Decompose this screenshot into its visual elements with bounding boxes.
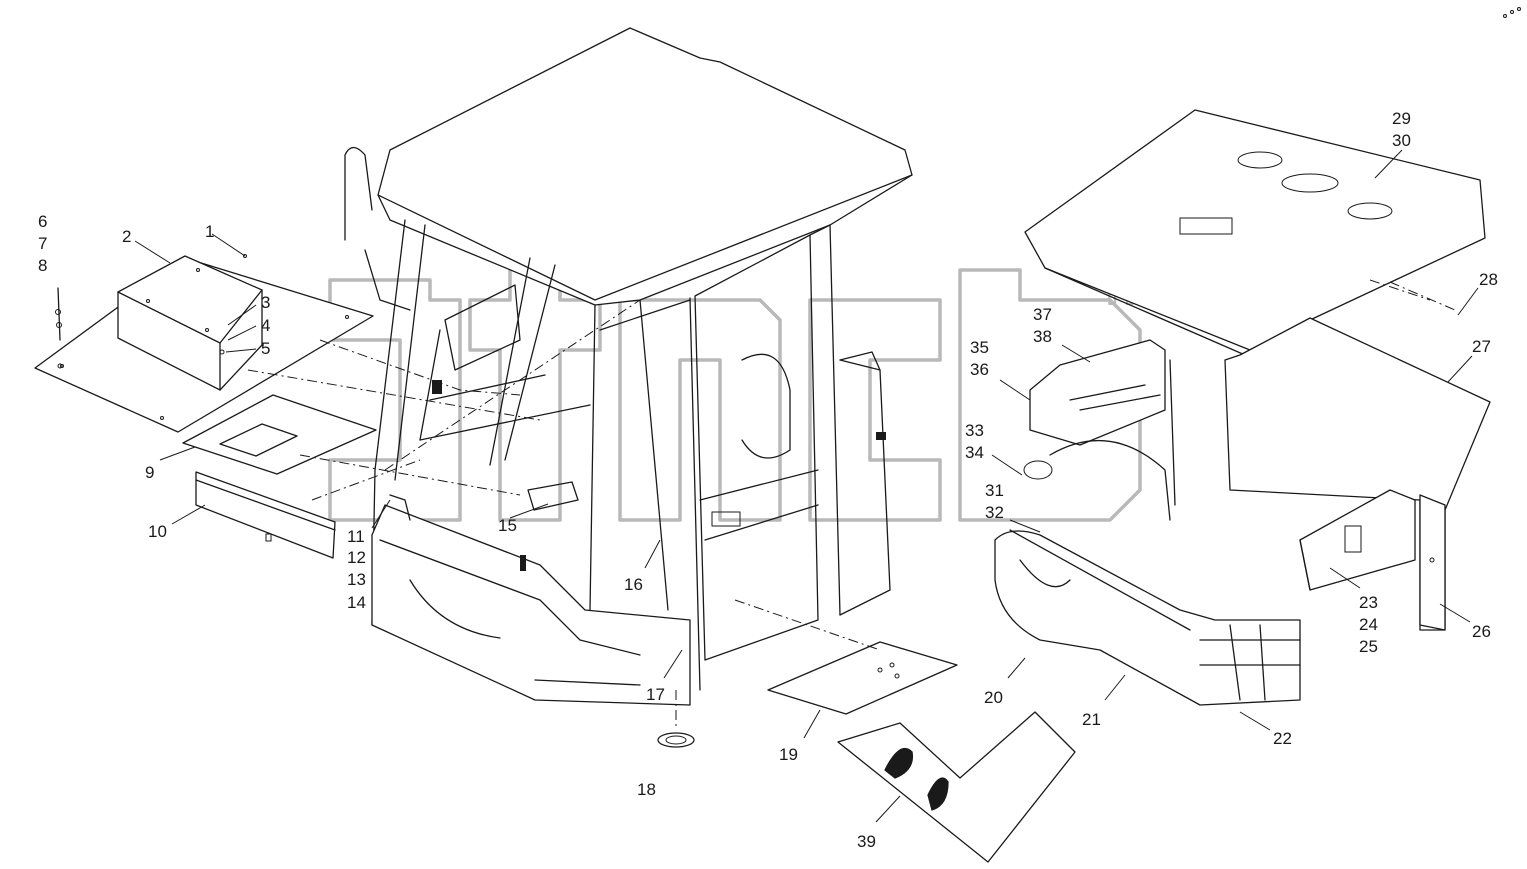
leader-lines	[134, 149, 1479, 823]
callout-labels: 1 2 3 4 5 6 7 8 9 10 11 12 13 14 15 16 1…	[38, 109, 1498, 851]
callout-22: 22	[1273, 729, 1292, 748]
callout-21: 21	[1082, 710, 1101, 729]
callout-15: 15	[498, 516, 517, 535]
callout-34: 34	[965, 443, 984, 462]
part-cab-body	[344, 146, 891, 706]
callout-11: 11	[347, 527, 365, 546]
callout-17: 17	[646, 685, 665, 704]
part-bolt-6-8	[55, 287, 63, 369]
callout-25: 25	[1359, 637, 1378, 656]
part-duct-assembly-20-22	[994, 529, 1301, 706]
part-box-cover-2	[117, 255, 263, 391]
callout-1: 1	[205, 222, 214, 241]
callout-16: 16	[624, 575, 643, 594]
callout-20: 20	[984, 688, 1003, 707]
callout-8: 8	[38, 256, 47, 275]
callout-6: 6	[38, 212, 47, 231]
callout-31: 31	[985, 481, 1004, 500]
callout-29: 29	[1392, 109, 1411, 128]
callout-35: 35	[970, 338, 989, 357]
callout-12: 12	[347, 548, 366, 567]
callout-28: 28	[1479, 270, 1498, 289]
callout-26: 26	[1472, 622, 1491, 641]
part-bracket-26	[1419, 494, 1446, 631]
callout-13: 13	[347, 570, 366, 589]
callout-36: 36	[970, 360, 989, 379]
part-cab-roof	[377, 27, 913, 306]
callout-33: 33	[965, 421, 984, 440]
callout-5: 5	[261, 339, 270, 358]
callout-9: 9	[145, 463, 154, 482]
callout-19: 19	[779, 745, 798, 764]
callout-30: 30	[1392, 131, 1411, 150]
part-mat-39	[837, 711, 1076, 863]
callout-10: 10	[148, 522, 167, 541]
callout-2: 2	[122, 227, 131, 246]
corner-mark	[1503, 7, 1521, 18]
callout-18: 18	[637, 780, 656, 799]
callout-4: 4	[261, 316, 270, 335]
part-grommet-18	[657, 732, 695, 748]
callout-32: 32	[985, 503, 1004, 522]
part-channel-10	[195, 471, 336, 559]
callout-38: 38	[1033, 327, 1052, 346]
callout-37: 37	[1033, 305, 1052, 324]
callout-39: 39	[857, 832, 876, 851]
callout-7: 7	[38, 234, 47, 253]
callout-14: 14	[347, 593, 366, 612]
part-console-23-25	[1299, 489, 1416, 591]
part-ceiling-panel-29-30	[1024, 109, 1486, 356]
callout-27: 27	[1472, 337, 1491, 356]
callout-23: 23	[1359, 593, 1378, 612]
part-mat-9	[182, 394, 377, 475]
part-inner-trim-35-38	[1023, 339, 1171, 521]
callout-3: 3	[261, 293, 270, 312]
assembly-dash-lines	[247, 279, 1456, 730]
callout-24: 24	[1359, 615, 1378, 634]
part-floor-mat-19	[767, 641, 958, 715]
